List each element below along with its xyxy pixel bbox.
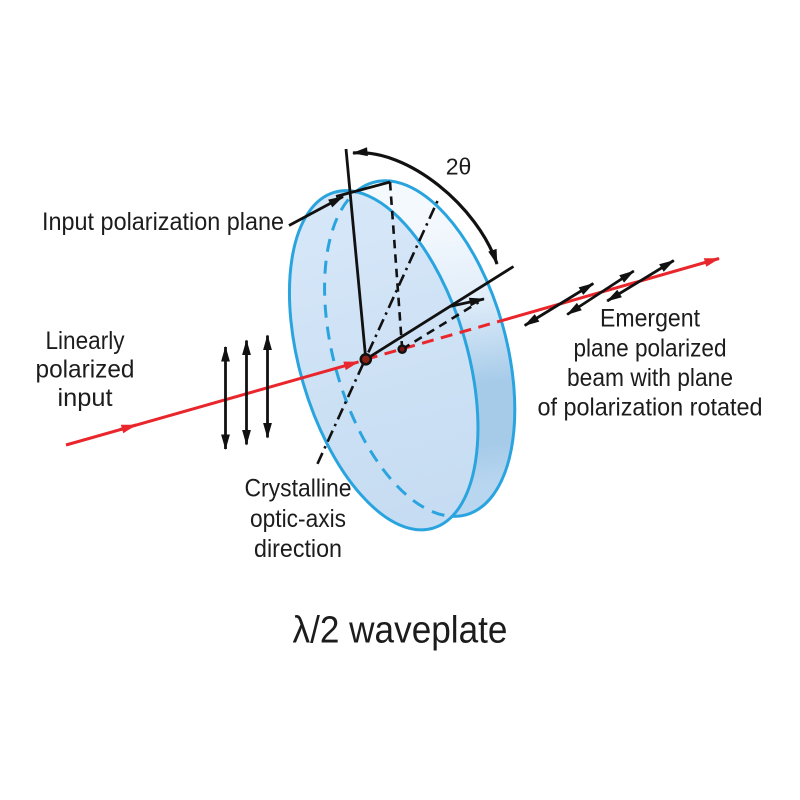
input-plane-label-arrow bbox=[288, 195, 344, 227]
label-line: Crystalline bbox=[245, 475, 352, 503]
output-plane-back-edge bbox=[401, 301, 480, 351]
input-beam bbox=[65, 360, 360, 447]
crystalline-axis-label: Crystalline optic-axis direction bbox=[245, 475, 352, 564]
label-line: beam with plane bbox=[567, 364, 733, 392]
figure-title: λ/2 waveplate bbox=[293, 610, 508, 652]
input-polarization-arrows bbox=[221, 334, 272, 450]
output-polarization-arrow bbox=[606, 259, 675, 303]
label-line: input bbox=[58, 384, 113, 412]
label-line: optic-axis bbox=[250, 505, 346, 533]
rotation-angle-arc bbox=[352, 147, 499, 265]
input-plane-label: Input polarization plane bbox=[42, 208, 284, 236]
emergent-beam-label: Emergent plane polarized beam with plane… bbox=[538, 305, 763, 422]
input-beam-mid-arrow bbox=[119, 423, 137, 434]
label-line: polarized bbox=[36, 356, 135, 384]
label-line: of polarization rotated bbox=[538, 394, 763, 422]
output-polarization-plane bbox=[365, 265, 515, 361]
linearly-polarized-label: Linearly polarized input bbox=[36, 327, 135, 412]
label-line: direction bbox=[254, 535, 342, 563]
rotation-angle-label: 2θ bbox=[446, 154, 472, 180]
label-line: Linearly bbox=[46, 327, 125, 355]
output-plane-top-edge bbox=[449, 297, 485, 308]
waveplate-hidden-edge bbox=[323, 179, 514, 518]
output-plane-front-edge bbox=[365, 265, 515, 361]
front-face-beam-dot bbox=[359, 352, 373, 366]
internal-beam bbox=[365, 319, 502, 361]
label-line: Emergent bbox=[600, 305, 700, 333]
label-line: plane polarized bbox=[574, 334, 727, 362]
output-polarization-arrows bbox=[523, 259, 675, 327]
waveplate-front-face bbox=[287, 189, 480, 532]
back-face-beam-dot bbox=[397, 344, 408, 355]
